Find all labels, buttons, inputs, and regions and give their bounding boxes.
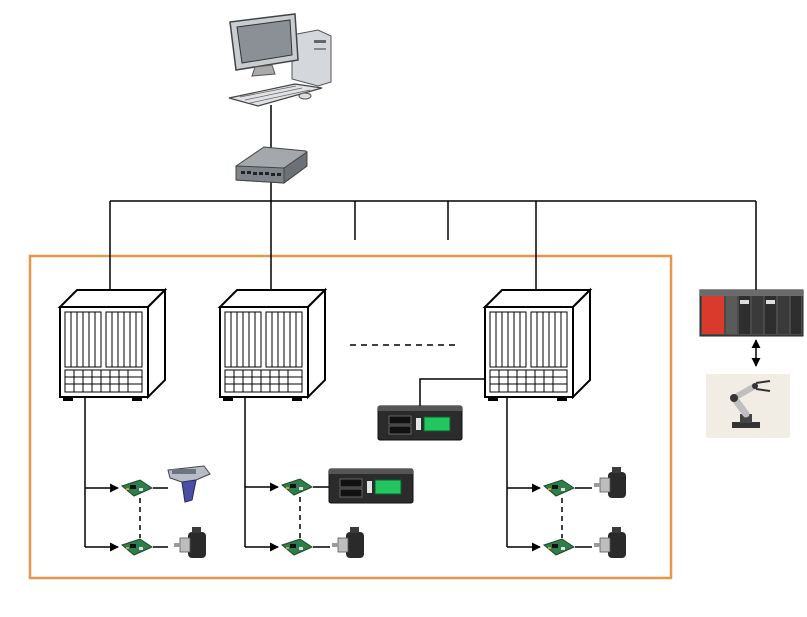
cabinet-3-icon: [484, 289, 591, 402]
robot-arm-icon: [706, 374, 790, 438]
io-module-1a-icon: [121, 479, 153, 497]
io-module-2a-icon: [281, 478, 313, 496]
servo-motor-2-icon: [331, 526, 365, 559]
servo-drive-2-icon: [328, 468, 414, 504]
barcode-scanner-icon: [167, 465, 211, 503]
io-module-2b-icon: [281, 538, 313, 556]
cabinet-3-branch: [506, 398, 592, 552]
io-module-3a-icon: [543, 479, 575, 497]
ethernet-switch-icon: [235, 146, 308, 184]
servo-motor-3b-icon: [593, 526, 627, 559]
servo-motor-1-icon: [173, 526, 207, 559]
servo-drive-icon: [377, 405, 463, 441]
cabinet-1-icon: [59, 289, 166, 402]
io-module-1b-icon: [121, 538, 153, 556]
desktop-computer-icon: [228, 13, 332, 107]
network-links: [109, 105, 757, 292]
cabinet-1-branch: [84, 398, 168, 552]
cabinet-2-branch: [244, 398, 330, 552]
servo-motor-3a-icon: [593, 466, 627, 499]
cabinet-group-boundary: [28, 254, 673, 580]
drive-link: [419, 378, 486, 407]
plc-controller-icon: [699, 289, 804, 337]
io-module-3b-icon: [543, 538, 575, 556]
cabinet-2-icon: [219, 289, 326, 402]
